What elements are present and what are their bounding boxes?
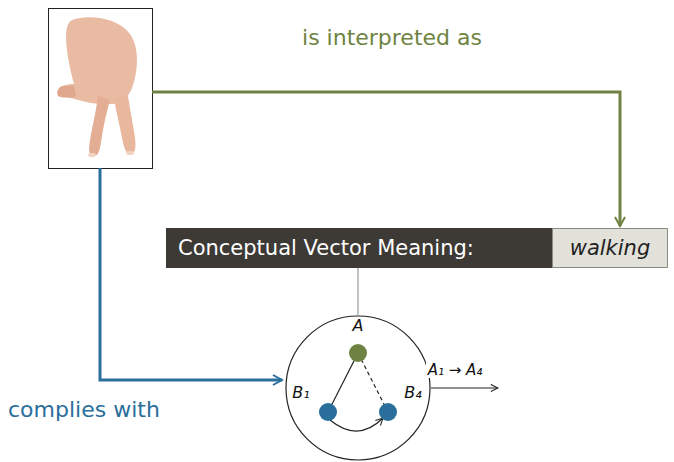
relation-label: complies with	[8, 398, 160, 422]
vector-label: A₁ → A₄	[426, 362, 485, 379]
connector-line	[357, 268, 358, 315]
vector-arrow	[431, 387, 498, 388]
meaning-bar: Conceptual Vector Meaning:	[166, 228, 552, 268]
point-label: B₄	[404, 385, 421, 401]
relation-label: is interpreted as	[302, 26, 482, 50]
meaning-heading: Conceptual Vector Meaning:	[178, 236, 474, 260]
meaning-value: walking	[552, 228, 668, 268]
vector-circle: A B₁ B₄	[285, 315, 431, 461]
point-label: A	[353, 318, 364, 334]
point-label: B₁	[292, 385, 309, 401]
walking-hand	[57, 17, 137, 157]
compliance-line	[100, 168, 282, 380]
photo-frame	[49, 9, 153, 169]
interpretation-line	[152, 92, 620, 226]
meaning-word: walking	[570, 236, 651, 260]
